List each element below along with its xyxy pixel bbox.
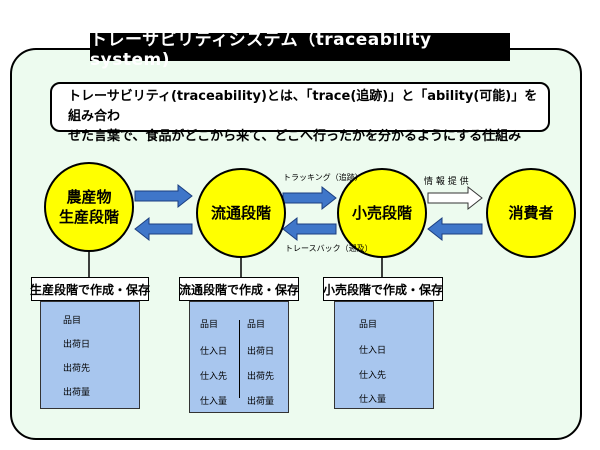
arrow-right-retail-consumer (427, 185, 483, 211)
list-item: 仕入先 (359, 371, 387, 381)
retail-record-list: 品目 仕入日 仕入先 仕入量 (334, 301, 434, 409)
production-record-list: 品目 出荷日 出荷先 出荷量 (40, 301, 140, 409)
list-item: 出荷日 (63, 340, 91, 350)
column-divider (239, 320, 240, 398)
definition-line-2: せた言葉で、食品がどこから来て、どこへ行ったかを分かるようにする仕組み (68, 129, 522, 144)
list-item: 品目 (359, 320, 378, 330)
node-producer-label-1: 農産物 (66, 188, 112, 206)
list-item: 仕入先 (200, 372, 228, 382)
arrow-right-producer-distribution (134, 183, 193, 209)
arrow-left-retail-distribution (282, 216, 337, 242)
list-item: 仕入量 (200, 397, 228, 407)
list-item: 出荷日 (247, 347, 275, 357)
node-producer: 農産物 生産段階 (44, 162, 134, 252)
node-consumer: 消費者 (486, 168, 576, 258)
list-item: 出荷先 (63, 364, 91, 374)
list-item: 品目 (63, 316, 82, 326)
arrow-left-distribution-producer (134, 216, 193, 242)
list-item: 品目 (200, 320, 219, 330)
node-distribution-label: 流通段階 (210, 204, 271, 222)
arrow-left-consumer-retail (427, 216, 483, 242)
node-retail-label: 小売段階 (351, 204, 412, 222)
arrow-right-distribution-retail (282, 185, 337, 211)
definition-line-1: トレーサビリティ(traceability)とは、「trace(追跡)」と「ab… (68, 89, 538, 124)
info-provision-label: 情 報 提 供 (424, 177, 469, 187)
distribution-record-list: 品目 仕入日 仕入先 仕入量 品目 出荷日 出荷先 出荷量 (189, 301, 289, 413)
node-distribution: 流通段階 (196, 168, 286, 258)
page-title: トレーサビリティシステム（traceability system) (90, 30, 510, 70)
node-producer-label-2: 生産段階 (58, 208, 119, 226)
definition-box: トレーサビリティ(traceability)とは、「trace(追跡)」と「ab… (50, 82, 550, 144)
traceback-label: トレースバック（遡及） (285, 244, 373, 253)
list-item: 出荷量 (63, 388, 91, 398)
list-item: 仕入量 (359, 395, 387, 405)
tracking-label: トラッキング（追跡） (283, 173, 363, 182)
retail-record-title: 小売段階で作成・保存 (323, 277, 443, 301)
distribution-record-title: 流通段階で作成・保存 (179, 277, 299, 301)
list-item: 仕入日 (200, 347, 228, 357)
list-item: 出荷先 (247, 372, 275, 382)
node-consumer-label: 消費者 (508, 204, 554, 222)
list-item: 出荷量 (247, 397, 275, 407)
list-item: 仕入日 (359, 346, 387, 356)
node-retail: 小売段階 (337, 168, 427, 258)
list-item: 品目 (247, 320, 266, 330)
production-record-title: 生産段階で作成・保存 (30, 277, 150, 301)
